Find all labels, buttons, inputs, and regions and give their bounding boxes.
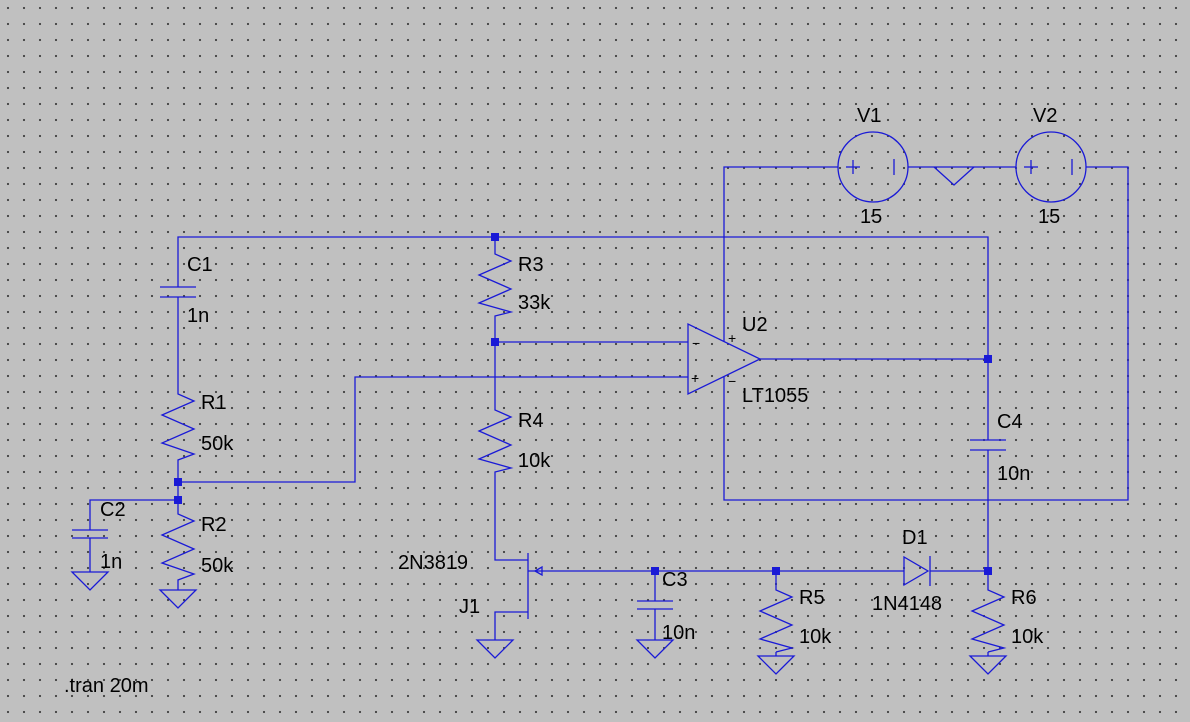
ground-j1	[475, 639, 515, 659]
j1-name-label: J1	[459, 596, 481, 618]
r4-symbol	[477, 400, 514, 476]
spice-directive[interactable]: .tran 20m	[64, 675, 149, 697]
u2-name-label: U2	[742, 314, 768, 336]
r5-value-label: 10k	[799, 626, 832, 648]
r6-symbol	[970, 580, 1007, 653]
jfet-j1	[527, 553, 543, 619]
r1-name-label: R1	[201, 392, 227, 414]
r4-name-label: R4	[518, 410, 544, 432]
c4-name-label: C4	[997, 411, 1023, 433]
c4-value-label: 10n	[997, 463, 1031, 485]
ground-flag-v1-v2	[933, 166, 975, 186]
j1-value-label: 2N3819	[398, 552, 469, 574]
r2-symbol	[160, 506, 196, 586]
wire-vplus	[723, 166, 838, 324]
v2-name-label: V2	[1033, 105, 1058, 127]
grounds	[70, 571, 1008, 675]
diode-d1	[903, 555, 931, 587]
c1-name-label: C1	[187, 254, 213, 276]
wires	[89, 166, 1129, 656]
c3-value-label: 10n	[662, 622, 696, 644]
d1-symbol	[903, 555, 930, 587]
r1-value-label: 50k	[201, 433, 234, 455]
d1-value-label: 1N4148	[872, 593, 943, 615]
j1-gate	[534, 565, 543, 577]
r5-symbol	[758, 580, 795, 653]
wire-to-plus	[178, 376, 688, 483]
r6-name-label: R6	[1011, 587, 1037, 609]
wire-c2	[89, 499, 178, 530]
u2-value-label: LT1055	[742, 385, 809, 407]
c2-value-label: 1n	[100, 551, 123, 573]
wire-j1-gnd	[494, 611, 528, 640]
v1-symbol	[837, 131, 909, 203]
ground-r2	[158, 589, 198, 609]
r3-symbol	[477, 246, 514, 318]
junctions	[174, 233, 992, 575]
wire-r4-j1	[494, 476, 528, 561]
d1-name-label: D1	[902, 527, 928, 549]
r5-name-label: R5	[799, 587, 825, 609]
r6-value-label: 10k	[1011, 626, 1044, 648]
voltage-sources	[837, 131, 1087, 203]
wire-vminus	[723, 166, 1129, 501]
capacitors	[72, 286, 1006, 610]
r1-symbol	[160, 385, 196, 468]
opamp-u2: − + + −	[687, 322, 762, 396]
r2-value-label: 50k	[201, 555, 234, 577]
r4-value-label: 10k	[518, 450, 551, 472]
c2-name-label: C2	[100, 499, 126, 521]
c1-value-label: 1n	[187, 305, 210, 327]
u2-plus-input-sign: +	[691, 370, 699, 386]
c3-name-label: C3	[662, 569, 688, 591]
v1-value-label: 15	[860, 206, 883, 228]
v2-value-label: 15	[1038, 206, 1061, 228]
r2-name-label: R2	[201, 514, 227, 536]
ground-c3	[635, 639, 675, 659]
wire-top	[177, 236, 989, 440]
v2-symbol	[1015, 131, 1087, 203]
ground-c2	[70, 571, 110, 591]
u2-minus-input-sign: −	[692, 335, 700, 351]
ground-r6	[968, 655, 1008, 675]
v1-name-label: V1	[857, 105, 882, 127]
ground-r5	[756, 655, 796, 675]
u2-vminus-pin-sign: −	[728, 373, 736, 389]
u2-vplus-pin-sign: +	[728, 330, 736, 346]
resistors	[160, 246, 1007, 653]
r3-value-label: 33k	[518, 292, 551, 314]
r3-name-label: R3	[518, 254, 544, 276]
